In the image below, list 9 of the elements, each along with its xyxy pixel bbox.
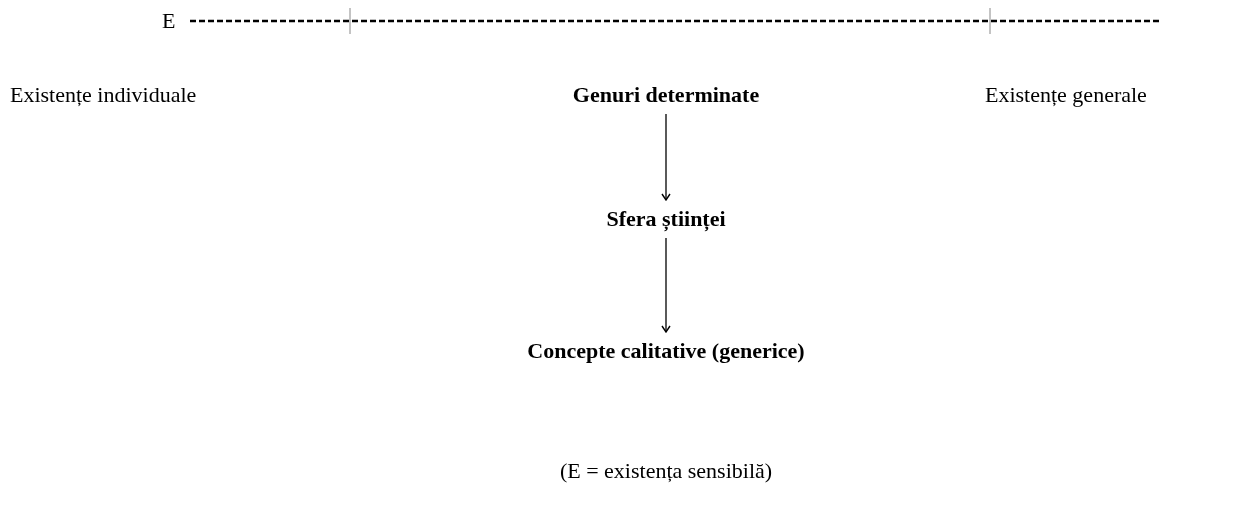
scale-end-label: Existențe individuale <box>10 81 197 109</box>
concept-text: Genuri determinate <box>572 80 760 110</box>
arrow <box>661 237 671 333</box>
note-text: (E = existența sensibilă) <box>559 457 773 485</box>
concept-text: Sfera științei <box>606 204 726 234</box>
scale-letter: E <box>162 7 176 35</box>
scale-end-label: Existențe generale <box>985 81 1147 109</box>
concept-text: Concepte calitative (generice) <box>527 336 805 366</box>
arrow <box>661 113 671 201</box>
